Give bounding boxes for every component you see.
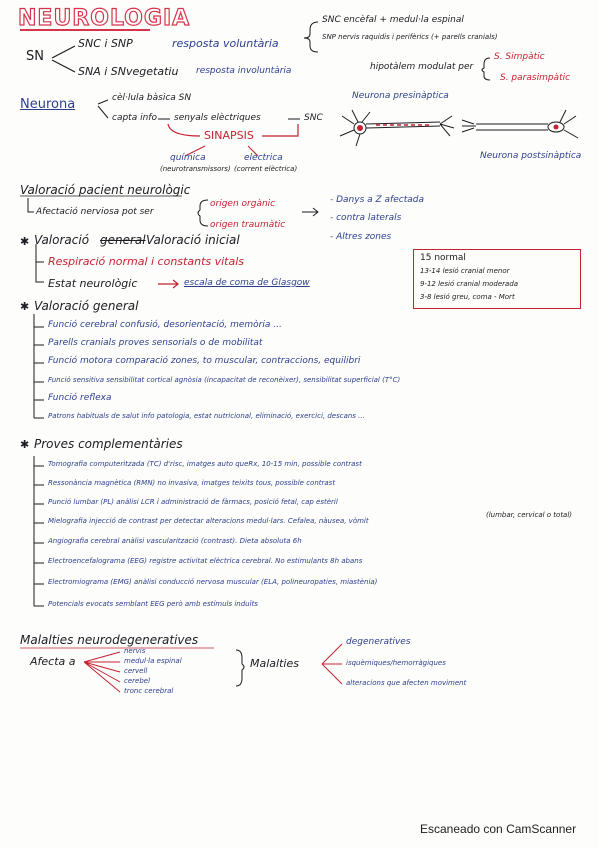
proves-item-2: Punció lumbar (PL) anàlisi LCR i adminis… bbox=[48, 498, 338, 506]
afectacio-nerviosa: Afectació nerviosa pot ser bbox=[36, 207, 154, 217]
danys-zona: - Danys a Z afectada bbox=[330, 195, 424, 205]
general-item-5: Patrons habituals de salut info patologi… bbox=[48, 412, 365, 420]
general-item-2: Funció motora comparació zones, to muscu… bbox=[48, 356, 361, 366]
inicial-glasgow: escala de coma de Glasgow bbox=[184, 278, 310, 288]
inicial-respiracio: Respiració normal i constants vitals bbox=[48, 255, 245, 268]
neurona-capta-info: capta info bbox=[112, 113, 157, 123]
general-item-4: Funció reflexa bbox=[48, 393, 112, 403]
inicial-label: Valoració bbox=[34, 233, 90, 247]
hipotalem-modulat: hipotàlem modulat per bbox=[370, 62, 474, 72]
afecta-target-4: tronc cerebral bbox=[124, 687, 174, 695]
afecta-a: Afecta a bbox=[30, 655, 76, 668]
afecta-target-2: cervell bbox=[124, 667, 148, 675]
contra-laterals: - contra laterals bbox=[330, 213, 402, 223]
glasgow-15: 15 normal bbox=[420, 253, 466, 263]
inicial-struck: general bbox=[100, 233, 146, 247]
snp-definition: SNP nervis raquidis i perifèrics (+ pare… bbox=[322, 33, 498, 41]
neurona-senyals: senyals elèctriques bbox=[174, 113, 261, 123]
proves-item-0: Tomografia computeritzada (TC) d'risc, i… bbox=[48, 460, 362, 468]
general-heading: Valoració general bbox=[34, 299, 139, 313]
glasgow-13-14: 13-14 lesió cranial menor bbox=[420, 267, 510, 275]
mielografia-note: (lumbar, cervical o total) bbox=[486, 511, 573, 519]
page-title: NEUROLOGIA bbox=[17, 5, 191, 31]
neurona-presinaptica: Neurona presinàptica bbox=[352, 91, 449, 101]
general-item-3: Funció sensitiva sensibilitat cortical a… bbox=[48, 376, 401, 384]
glasgow-3-8: 3-8 lesió greu, coma - Mort bbox=[420, 293, 515, 301]
scanner-watermark: Escaneado con CamScanner bbox=[420, 822, 577, 836]
malalties-type-0: degeneratives bbox=[346, 637, 411, 647]
afecta-target-1: medul·la espinal bbox=[124, 657, 182, 665]
resposta-involuntaria: resposta involuntària bbox=[196, 66, 292, 76]
inicial-estat: Estat neurològic bbox=[48, 277, 138, 290]
svg-text:✱: ✱ bbox=[20, 300, 29, 313]
proves-item-1: Ressonància magnètica (RMN) no invasiva,… bbox=[48, 479, 336, 487]
sn-label: SN bbox=[26, 49, 44, 64]
malalties-type-2: alteracions que afecten moviment bbox=[346, 679, 467, 687]
sinapsis-quimica-sub: (neurotransmissors) bbox=[160, 165, 231, 173]
origen-organic: origen orgànic bbox=[210, 199, 276, 209]
proves-item-4: Angiografia cerebral anàlisi vascularitz… bbox=[48, 537, 302, 545]
afecta-target-3: cerebel bbox=[124, 677, 151, 685]
title-underline bbox=[20, 29, 150, 31]
neurona-cellula: cèl·lula bàsica SN bbox=[112, 93, 192, 103]
glasgow-9-12: 9-12 lesió cranial moderada bbox=[420, 280, 519, 288]
sinapsis-electrica: elèctrica bbox=[244, 153, 283, 163]
valoracio-heading: Valoració pacient neurològic bbox=[20, 183, 191, 197]
malalties-label: Malalties bbox=[250, 657, 299, 670]
proves-item-6: Electromiograma (EMG) anàlisi conducció … bbox=[48, 578, 378, 586]
origen-traumatic: origen traumàtic bbox=[210, 220, 286, 230]
proves-item-7: Potencials evocats semblant EEG però amb… bbox=[48, 600, 258, 608]
sinapsis-quimica: química bbox=[170, 153, 206, 163]
neurona-label: Neurona bbox=[20, 97, 76, 112]
altres-zones: - Altres zones bbox=[330, 232, 392, 242]
sinapsis-electrica-sub: (corrent elèctrica) bbox=[234, 165, 298, 173]
afecta-target-0: nervis bbox=[124, 647, 146, 655]
proves-item-5: Electroencefalograma (EEG) registre acti… bbox=[48, 557, 363, 565]
neurona-postsinaptica: Neurona postsinàptica bbox=[480, 151, 582, 161]
malalties-type-1: isquèmiques/hemorràgiques bbox=[346, 659, 446, 667]
svg-text:✱: ✱ bbox=[20, 235, 29, 248]
s-simpatic: S. Simpàtic bbox=[494, 52, 545, 62]
neurona-snc: SNC bbox=[304, 113, 323, 123]
general-item-1: Parells cranials proves sensorials o de … bbox=[48, 338, 263, 348]
glasgow-box bbox=[413, 249, 581, 309]
svg-text:✱: ✱ bbox=[20, 438, 29, 451]
sna-snvegetatiu: SNA i SNvegetatiu bbox=[78, 65, 179, 78]
malalties-heading: Malalties neurodegeneratives bbox=[20, 633, 199, 647]
resposta-voluntaria: resposta voluntària bbox=[172, 37, 279, 50]
s-parasimpatic: S. parasimpàtic bbox=[500, 73, 571, 83]
snc-snp: SNC i SNP bbox=[78, 37, 133, 50]
general-item-0: Funció cerebral confusió, desorientació,… bbox=[48, 320, 282, 330]
sinapsis-label: SINAPSIS bbox=[204, 129, 254, 142]
proves-item-3: Mielografia injecció de contrast per det… bbox=[48, 517, 369, 525]
proves-heading: Proves complementàries bbox=[34, 437, 183, 451]
inicial-heading: Valoració inicial bbox=[146, 233, 240, 247]
snc-definition: SNC encèfal + medul·la espinal bbox=[322, 15, 464, 25]
